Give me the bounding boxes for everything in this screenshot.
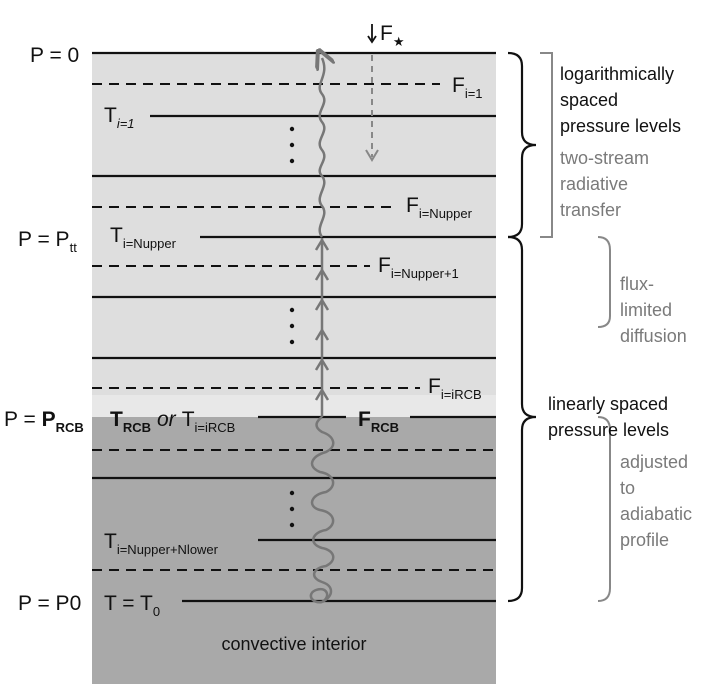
pressure-label-ptt: P = Ptt <box>18 228 77 255</box>
adiabatic-bracket <box>597 416 611 602</box>
diffusion-arrows <box>314 237 330 417</box>
radiative-flux-wavy-arrow <box>320 58 325 238</box>
dashed-flux-levels <box>92 83 496 571</box>
temp-label-t0: T = T0 <box>104 592 160 619</box>
temp-label-tnupper: Ti=Nupper <box>110 224 177 251</box>
rcb-light-band <box>92 395 496 417</box>
upper-method-bracket <box>540 52 553 238</box>
pressure-label-rcb: P = PRCB <box>4 408 84 435</box>
temp-label-t1: Ti=1 <box>104 104 135 131</box>
flux-limited-bracket <box>597 236 611 328</box>
convective-interior-label: convective interior <box>221 634 366 654</box>
lower-group-bracket <box>507 235 537 603</box>
ellipsis-dots <box>289 126 295 528</box>
lower-atmosphere-region <box>92 417 496 684</box>
flux-label-f1: Fi=1 <box>452 74 483 101</box>
pressure-label-top: P = 0 <box>30 44 79 67</box>
upper-group-annotation: logarithmically spaced pressure levels <box>560 64 681 136</box>
upper-group-bracket <box>507 51 537 239</box>
lower-group-annotation: linearly spaced pressure levels <box>548 394 673 440</box>
convective-loop <box>309 587 329 604</box>
flux-label-fnupper1: Fi=Nupper+1 <box>378 254 459 281</box>
flux-limited-annotation: flux- limited diffusion <box>620 274 687 346</box>
pressure-label-bottom: P = P0 <box>18 592 81 615</box>
upper-method-annotation: two-stream radiative transfer <box>560 148 654 220</box>
upper-atmosphere-region <box>92 53 496 417</box>
flux-label-fnupper: Fi=Nupper <box>406 194 473 221</box>
solid-pressure-levels <box>92 51 496 603</box>
convective-wavy-path <box>310 416 335 604</box>
stellar-flux-arrowhead <box>367 35 377 44</box>
flux-label-frcb: FRCB <box>358 408 399 435</box>
flux-label-fstar: F★ <box>380 22 404 49</box>
flux-label-firc: Fi=iRCB <box>428 375 482 402</box>
temp-label-tlower: Ti=Nupper+Nlower <box>104 530 219 557</box>
stellar-flux-dashed-arrowhead <box>365 149 379 162</box>
adiabatic-annotation: adjusted to adiabatic profile <box>620 452 697 550</box>
